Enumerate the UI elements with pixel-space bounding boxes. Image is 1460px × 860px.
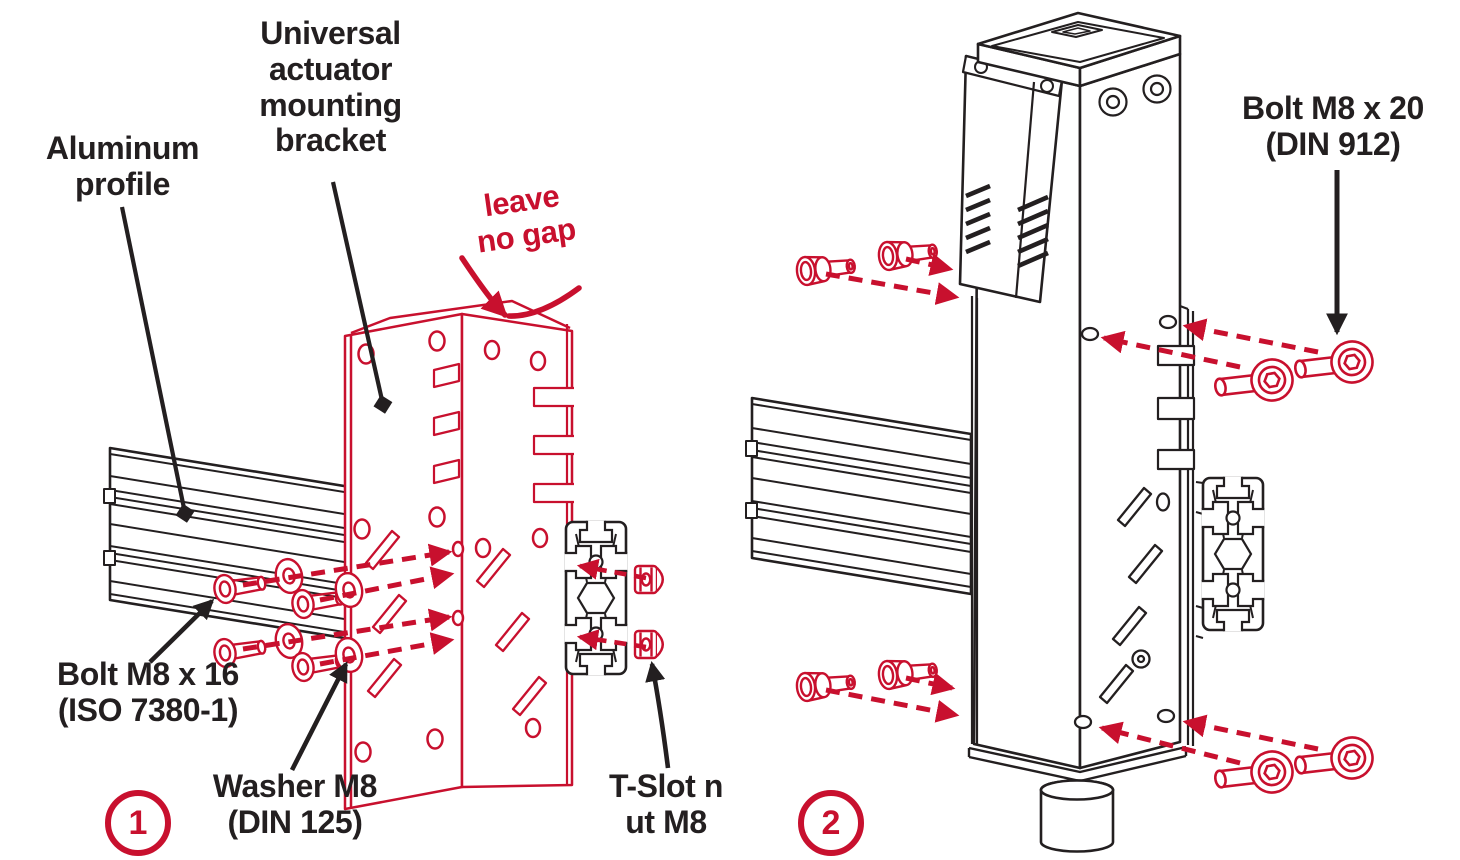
label-mounting-bracket: Universal actuator mounting bracket xyxy=(259,15,402,159)
label-aluminum-profile: Aluminum profile xyxy=(45,130,200,202)
bolt-insertion-arrows xyxy=(242,543,455,667)
label-washer-m8: Washer M8 (DIN 125) xyxy=(212,768,378,840)
vent-slats xyxy=(965,183,1049,269)
bracket-right-flange xyxy=(1156,304,1196,746)
bolt-hole xyxy=(1073,714,1093,730)
bolt-insertion-arrows-right xyxy=(825,253,1319,766)
face-screws xyxy=(1098,74,1172,117)
actuator-cap xyxy=(976,11,1182,88)
aluminum-profile-leader xyxy=(119,206,195,523)
actuator-hood xyxy=(958,54,1064,304)
tslot-nut-insertion-arrows xyxy=(576,558,647,651)
bolt-m8x16-pointer-arrow xyxy=(148,598,215,664)
tslot-nut-pointer-arrow xyxy=(645,661,671,769)
step1-assembly xyxy=(103,181,671,811)
gap-arrow xyxy=(459,255,582,319)
step2-assembly xyxy=(745,11,1378,853)
actuator-base xyxy=(967,745,1188,853)
mounting-bracket xyxy=(343,299,574,811)
label-tslot-nut: T-Slot n ut M8 xyxy=(608,768,724,840)
actuator-tower xyxy=(958,11,1204,853)
profile-cross-section-right xyxy=(1200,475,1266,633)
leader-lines-left xyxy=(119,181,671,772)
bolt-hole xyxy=(1158,314,1178,330)
step-2-badge: 2 xyxy=(798,790,864,856)
washer-pointer-arrow xyxy=(289,661,349,772)
bolt-hole xyxy=(1156,708,1176,724)
aluminum-profile-beam-right xyxy=(745,396,973,596)
bolt-hole xyxy=(1080,326,1100,342)
bracket-face-details xyxy=(1073,314,1178,730)
profile-cross-section-left xyxy=(563,519,629,677)
step-1-badge: 1 xyxy=(105,790,171,856)
label-bolt-m8x16: Bolt M8 x 16 (ISO 7380-1) xyxy=(57,656,239,728)
label-bolt-m8x20: Bolt M8 x 20 (DIN 912) xyxy=(1242,90,1424,162)
bracket-leader xyxy=(330,181,393,414)
